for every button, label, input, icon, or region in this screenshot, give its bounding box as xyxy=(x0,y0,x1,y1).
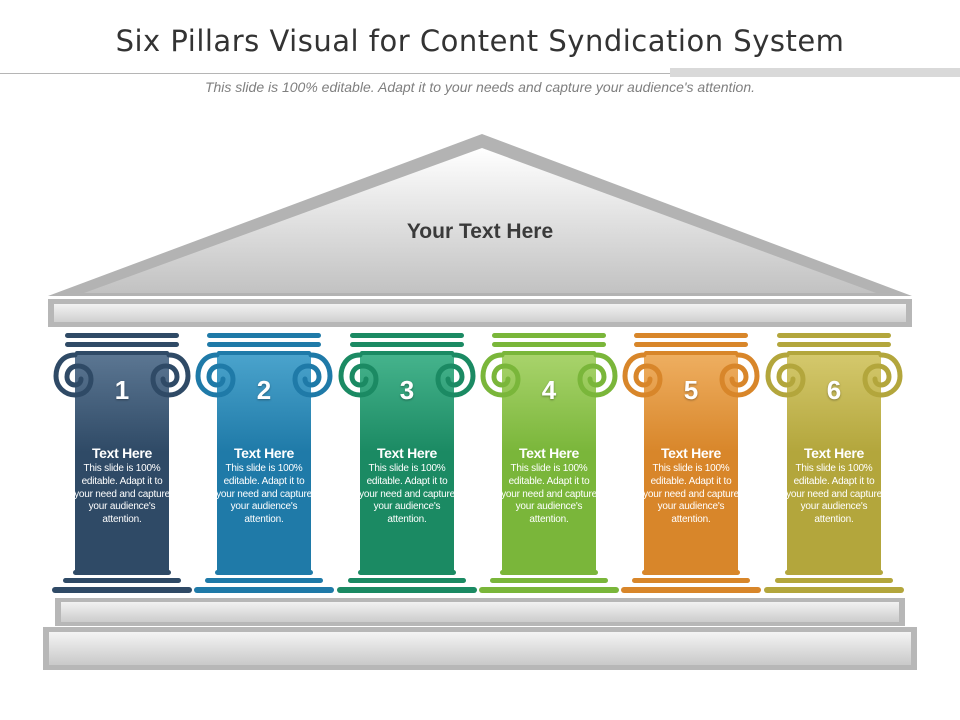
temple-beam xyxy=(48,299,912,327)
volute-left-icon xyxy=(195,352,236,398)
pillar-shaft xyxy=(75,355,169,571)
volute-right-icon xyxy=(577,352,618,398)
volute-left-icon xyxy=(622,352,663,398)
volute-left-icon xyxy=(53,352,94,398)
pillar-capital-and-base xyxy=(621,333,761,593)
pillar-capital-and-base xyxy=(194,333,334,593)
pillar-description: This slide is 100% editable. Adapt it to… xyxy=(643,463,739,526)
pillar-number: 5 xyxy=(683,375,699,405)
title-divider-bar xyxy=(670,68,960,77)
pillar-title: Text Here xyxy=(376,445,438,461)
volute-left-icon xyxy=(338,352,379,398)
temple-base-upper-step xyxy=(55,598,905,626)
pillar-number: 6 xyxy=(826,375,842,405)
pillar-number: 4 xyxy=(541,375,557,405)
pillar-number: 2 xyxy=(256,375,272,405)
pillar-description: This slide is 100% editable. Adapt it to… xyxy=(501,463,597,526)
pillar-description: This slide is 100% editable. Adapt it to… xyxy=(359,463,455,526)
temple-roof xyxy=(48,134,912,296)
pillar-title: Text Here xyxy=(91,445,153,461)
volute-left-icon xyxy=(480,352,521,398)
pillar-description: This slide is 100% editable. Adapt it to… xyxy=(216,463,312,526)
pillar-capital-and-base xyxy=(337,333,477,593)
pillar-title: Text Here xyxy=(803,445,865,461)
pillar-title: Text Here xyxy=(518,445,580,461)
slide-subtitle: This slide is 100% editable. Adapt it to… xyxy=(204,79,756,95)
volute-left-icon xyxy=(765,352,806,398)
pillar-title: Text Here xyxy=(660,445,722,461)
temple-base-lower-step xyxy=(43,627,917,670)
volute-right-icon xyxy=(292,352,333,398)
pillar-title: Text Here xyxy=(233,445,295,461)
pillar-number: 1 xyxy=(114,375,130,405)
pillar-shaft xyxy=(644,355,738,571)
pillar-description: This slide is 100% editable. Adapt it to… xyxy=(786,463,882,526)
pillar-shaft xyxy=(502,355,596,571)
pillar-number: 3 xyxy=(399,375,415,405)
volute-right-icon xyxy=(719,352,760,398)
pillar-shaft xyxy=(787,355,881,571)
title-divider-line xyxy=(0,73,670,74)
volute-right-icon xyxy=(862,352,903,398)
pillar-description: This slide is 100% editable. Adapt it to… xyxy=(74,463,170,526)
slide-title: Six Pillars Visual for Content Syndicati… xyxy=(115,24,845,58)
pillar-capital-and-base xyxy=(764,333,904,593)
volute-right-icon xyxy=(435,352,476,398)
pillar-capital-and-base xyxy=(479,333,619,593)
roof-text: Your Text Here xyxy=(406,220,554,243)
pillar-shaft xyxy=(217,355,311,571)
volute-right-icon xyxy=(150,352,191,398)
pillar-shaft xyxy=(360,355,454,571)
pillar-capital-and-base xyxy=(52,333,192,593)
